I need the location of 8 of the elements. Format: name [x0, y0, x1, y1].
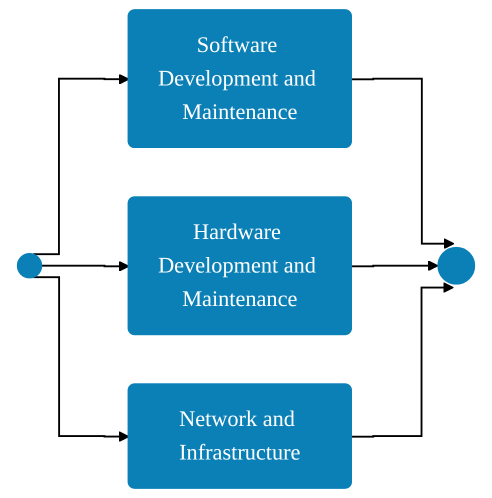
node-circle	[437, 246, 476, 285]
arrow	[352, 282, 454, 438]
arrow	[32, 74, 130, 256]
arrow	[352, 260, 438, 272]
arrow	[42, 260, 130, 272]
arrow	[352, 78, 454, 250]
arrow	[33, 276, 130, 442]
node-circle	[16, 253, 42, 278]
